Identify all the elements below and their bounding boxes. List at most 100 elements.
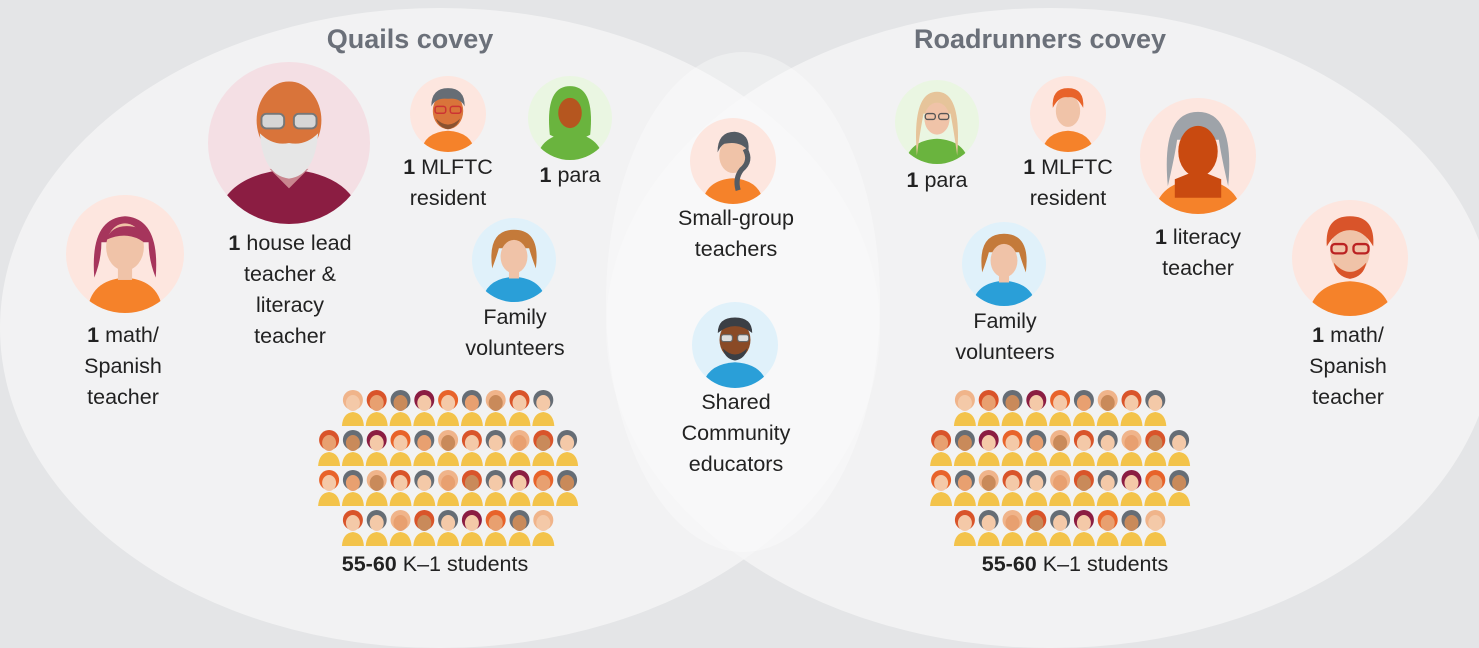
student-icon — [532, 470, 555, 506]
student-icon — [977, 430, 1000, 466]
student-icon — [508, 390, 531, 426]
roadrunners-para-label: 1 para — [906, 168, 968, 192]
small-group-label: Small-group teachers — [678, 206, 794, 261]
roadrunners-resident-label: 1 MLFTC resident — [1023, 155, 1113, 210]
quails-para-label: 1 para — [539, 163, 601, 187]
student-icon — [1144, 390, 1167, 426]
student-icon — [532, 510, 555, 546]
student-icon — [460, 510, 483, 546]
student-icon — [532, 430, 555, 466]
quails-family-label: Family volunteers — [465, 305, 565, 360]
student-icon — [1001, 470, 1024, 506]
roadrunners-resident-avatar-icon — [1030, 76, 1106, 152]
student-icon — [1072, 390, 1095, 426]
student-icon — [365, 510, 388, 546]
student-icon — [460, 430, 483, 466]
student-icon — [977, 390, 1000, 426]
para-avatar-icon — [528, 76, 612, 160]
student-icon — [437, 470, 460, 506]
student-icon — [1001, 510, 1024, 546]
quails-resident-label: 1 MLFTC resident — [403, 155, 493, 210]
student-icon — [930, 430, 953, 466]
student-icon — [1072, 430, 1095, 466]
student-icon — [341, 390, 364, 426]
student-icon — [460, 390, 483, 426]
student-icon — [1049, 470, 1072, 506]
student-icon — [1001, 430, 1024, 466]
quails-title: Quails covey — [326, 24, 494, 54]
student-icon — [1072, 470, 1095, 506]
student-icon — [460, 470, 483, 506]
family-volunteer-avatar-icon — [472, 218, 556, 302]
student-icon — [977, 510, 1000, 546]
student-icon — [365, 390, 388, 426]
student-icon — [484, 470, 507, 506]
student-icon — [953, 470, 976, 506]
student-icon — [437, 390, 460, 426]
student-icon — [1120, 510, 1143, 546]
student-icon — [930, 470, 953, 506]
student-icon — [341, 430, 364, 466]
student-icon — [1168, 470, 1191, 506]
student-icon — [389, 470, 412, 506]
roadrunners-math-teacher-avatar-icon — [1292, 200, 1408, 316]
roadrunners-family-label: Family volunteers — [955, 309, 1055, 364]
student-icon — [365, 470, 388, 506]
student-icon — [1025, 510, 1048, 546]
quails-students-label: 55-60 K–1 students — [341, 552, 529, 576]
roadrunners-family-volunteer-avatar-icon — [962, 222, 1046, 306]
math-teacher-avatar-icon — [66, 195, 184, 313]
student-icon — [508, 430, 531, 466]
student-icon — [389, 430, 412, 466]
student-icon — [413, 470, 436, 506]
student-icon — [341, 470, 364, 506]
student-icon — [1025, 430, 1048, 466]
student-icon — [1144, 430, 1167, 466]
student-icon — [1120, 470, 1143, 506]
student-icon — [341, 510, 364, 546]
student-icon — [1025, 470, 1048, 506]
student-icon — [1144, 470, 1167, 506]
student-icon — [556, 430, 579, 466]
student-icon — [977, 470, 1000, 506]
student-icon — [1120, 390, 1143, 426]
student-icon — [532, 390, 555, 426]
roadrunners-literacy-label: 1 literacy teacher — [1154, 225, 1242, 280]
house-lead-avatar-icon — [208, 62, 370, 224]
student-icon — [1096, 430, 1119, 466]
literacy-teacher-avatar-icon — [1140, 98, 1256, 214]
quails-house-lead-label: 1 house lead teacher & literacy teacher — [228, 231, 352, 348]
student-icon — [953, 510, 976, 546]
roadrunners-students-label: 55-60 K–1 students — [981, 552, 1169, 576]
student-icon — [389, 390, 412, 426]
community-educator-avatar-icon — [692, 302, 778, 388]
roadrunners-title: Roadrunners covey — [913, 24, 1167, 54]
student-icon — [437, 510, 460, 546]
small-group-teacher-avatar-icon — [690, 118, 776, 204]
student-icon — [318, 470, 341, 506]
roadrunners-students-icon — [920, 388, 1200, 548]
quails-students-icon — [308, 388, 588, 548]
student-icon — [437, 430, 460, 466]
community-educators-label: Shared Community educators — [681, 390, 791, 476]
student-icon — [508, 510, 531, 546]
quails-math-teacher-label: 1 math/ Spanish teacher — [84, 323, 162, 409]
student-icon — [413, 390, 436, 426]
student-icon — [1025, 390, 1048, 426]
student-icon — [556, 470, 579, 506]
student-icon — [484, 430, 507, 466]
roadrunners-math-teacher-label: 1 math/ Spanish teacher — [1309, 323, 1387, 409]
student-icon — [1096, 470, 1119, 506]
student-icon — [1168, 430, 1191, 466]
student-icon — [413, 510, 436, 546]
roadrunners-para-avatar-icon — [895, 80, 979, 164]
student-icon — [318, 430, 341, 466]
student-icon — [1144, 510, 1167, 546]
student-icon — [1049, 430, 1072, 466]
student-icon — [389, 510, 412, 546]
student-icon — [1049, 390, 1072, 426]
student-icon — [1049, 510, 1072, 546]
student-icon — [508, 470, 531, 506]
student-icon — [1120, 430, 1143, 466]
venn-diagram: Quails covey Roadrunners covey — [0, 8, 1479, 648]
